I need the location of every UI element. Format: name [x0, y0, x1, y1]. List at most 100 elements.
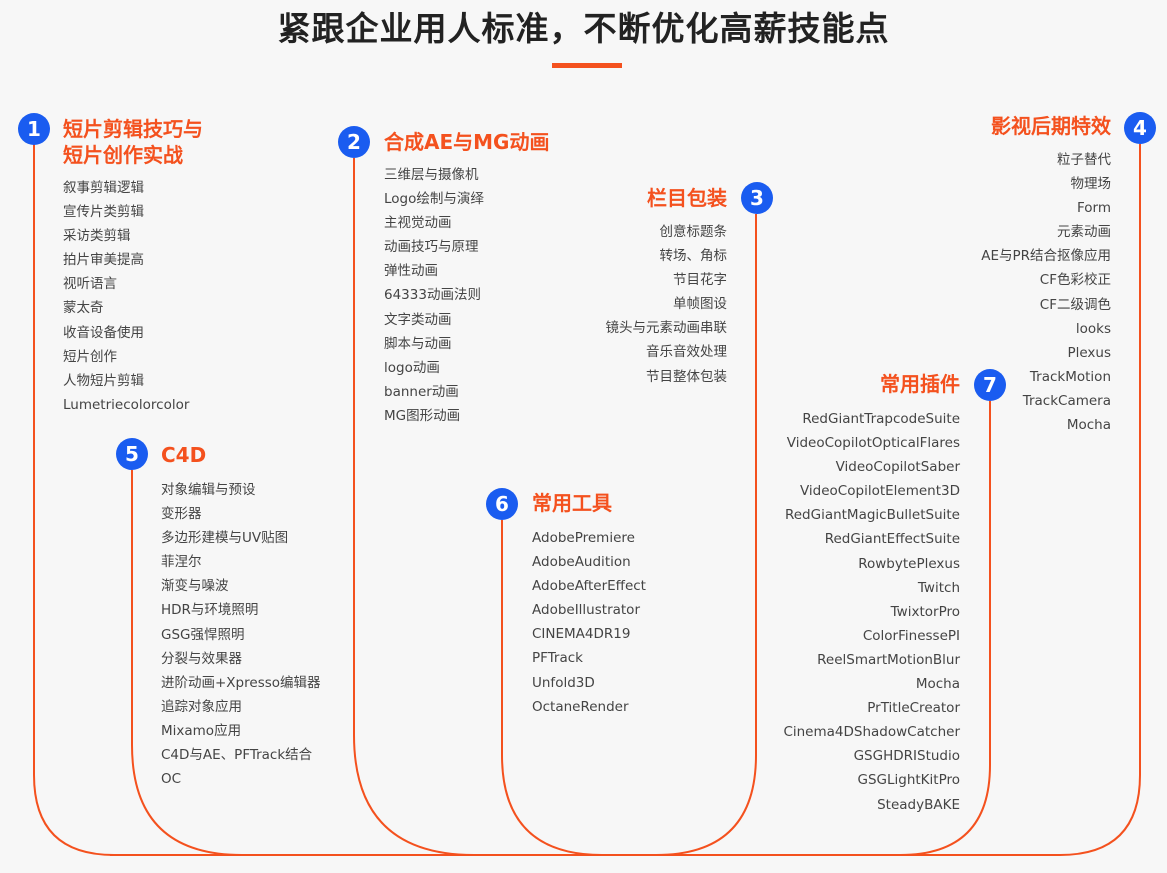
section-7-item: TwixtorPro: [890, 603, 960, 620]
section-2-item: 脚本与动画: [384, 335, 452, 352]
section-7-item: VideoCopilotElement3D: [799, 483, 960, 500]
section-3-item: 单帧图设: [673, 296, 727, 313]
page-title: 紧跟企业用人标准，不断优化高薪技能点: [277, 9, 890, 48]
title-underline: [552, 63, 622, 68]
section-2-badge: 2: [338, 126, 370, 158]
section-4-item: Plexus: [1067, 344, 1111, 361]
section-4-badge: 4: [1124, 112, 1156, 144]
section-4-title-line: 影视后期特效: [991, 114, 1111, 138]
section-6-title: 常用工具: [532, 490, 612, 516]
section-3-item: 节目花字: [673, 272, 727, 289]
section-1-item: 蒙太奇: [63, 300, 104, 317]
section-1-badge: 1: [18, 113, 50, 145]
section-7-item: VideoCopilotSaber: [835, 459, 960, 476]
section-7-item: Cinema4DShadowCatcher: [783, 724, 960, 741]
section-7-item: GSGLightKitPro: [857, 772, 961, 789]
section-6-item: PFTrack: [532, 650, 583, 667]
section-3-title-line: 栏目包装: [647, 186, 727, 210]
section-7-badge: 7: [974, 369, 1006, 401]
section-3-item: 节目整体包装: [646, 368, 727, 385]
section-5-item: 变形器: [161, 506, 202, 523]
section-7-item: SteadyBAKE: [877, 796, 960, 813]
section-5-item: 多边形建模与UV贴图: [161, 530, 289, 547]
section-4-item: 粒子替代: [1057, 152, 1111, 168]
section-7-item: ColorFinessePI: [862, 627, 960, 644]
section-2-item: 文字类动画: [384, 311, 452, 328]
section-7-item: Twitch: [917, 579, 960, 596]
connector-3: [655, 214, 757, 856]
section-6-item: CINEMA4DR19: [532, 626, 631, 643]
section-7-item: RedGiantMagicBulletSuite: [784, 507, 960, 524]
section-5-badge: 5: [116, 438, 148, 470]
section-1-title-line: 短片创作实战: [63, 143, 183, 167]
section-4-item: TrackCamera: [1022, 392, 1111, 409]
section-7-item: RedGiantTrapcodeSuite: [802, 411, 960, 427]
connector-7: [899, 401, 991, 856]
connector-4: [1059, 144, 1141, 856]
section-7-item: Mocha: [915, 676, 960, 693]
section-3-badge: 3: [741, 182, 773, 214]
section-1-item: Lumetriecolorcolor: [63, 396, 190, 413]
section-3-item: 创意标题条: [659, 224, 728, 240]
section-1-item: 视听语言: [63, 276, 117, 293]
section-4-item: AE与PR结合抠像应用: [981, 248, 1111, 265]
section-1-title-line: 短片剪辑技巧与: [63, 117, 203, 141]
section-2-title-line: 合成AE与MG动画: [384, 130, 550, 154]
section-4-title: 影视后期特效: [991, 113, 1111, 139]
section-2-item: logo动画: [384, 359, 440, 376]
section-2-item: 主视觉动画: [384, 215, 452, 232]
section-1-item: 叙事剪辑逻辑: [63, 180, 144, 196]
section-6-title-line: 常用工具: [532, 491, 612, 515]
section-5-item: OC: [161, 771, 182, 788]
section-6-item: AdobeAudition: [532, 554, 631, 571]
section-3-title: 栏目包装: [647, 185, 727, 211]
section-4-item: Mocha: [1066, 417, 1111, 434]
section-5-item: 进阶动画+Xpresso编辑器: [161, 674, 321, 691]
section-7-item: GSGHDRIStudio: [853, 748, 960, 765]
section-1-item: 短片创作: [63, 348, 117, 365]
section-1-item: 采访类剪辑: [63, 228, 131, 245]
section-1-title: 短片剪辑技巧与 短片创作实战: [63, 116, 203, 168]
section-3-item: 音乐音效处理: [646, 344, 727, 361]
section-5-title: C4D: [161, 442, 206, 468]
section-6-item: OctaneRender: [532, 698, 629, 715]
section-2-item: 64333动画法则: [384, 287, 481, 304]
section-3-list: 创意标题条转场、角标节目花字单帧图设镜头与元素动画串联音乐音效处理节目整体包装: [606, 220, 728, 389]
section-7-item: VideoCopilotOpticalFlares: [786, 435, 960, 452]
section-4-item: 元素动画: [1057, 224, 1111, 241]
section-1-item: 宣传片类剪辑: [63, 204, 144, 221]
section-7-item: RowbytePlexus: [858, 555, 960, 572]
section-5-item: GSG强悍照明: [161, 626, 245, 643]
section-5-item: HDR与环境照明: [161, 602, 259, 619]
connector-1: [33, 143, 115, 856]
section-2-item: 动画技巧与原理: [384, 239, 479, 256]
section-7-title-line: 常用插件: [880, 372, 960, 396]
section-5-title-line: C4D: [161, 443, 207, 467]
section-5-item: 分裂与效果器: [161, 650, 242, 667]
section-7-item: PrTitleCreator: [867, 700, 960, 717]
section-2-item: banner动画: [384, 383, 459, 400]
section-5-item: 对象编辑与预设: [161, 482, 256, 498]
section-6-item: Unfold3D: [532, 674, 595, 691]
section-1-item: 收音设备使用: [63, 324, 144, 341]
section-7-title: 常用插件: [880, 371, 960, 397]
section-6-item: AdobeIllustrator: [532, 602, 640, 619]
connector-5: [131, 470, 243, 856]
section-6-item: AdobePremiere: [532, 530, 635, 546]
connector-2: [353, 158, 475, 856]
section-4-item: CF二级调色: [1039, 296, 1111, 313]
section-4-item: CF色彩校正: [1039, 272, 1111, 289]
section-4-item: TrackMotion: [1029, 368, 1111, 385]
section-5-item: C4D与AE、PFTrack结合: [161, 747, 313, 764]
section-4-item: Form: [1076, 200, 1111, 217]
section-1-list: 叙事剪辑逻辑宣传片类剪辑采访类剪辑拍片审美提高视听语言蒙太奇收音设备使用短片创作…: [63, 176, 189, 417]
section-3-item: 镜头与元素动画串联: [605, 320, 728, 337]
section-5-item: 菲涅尔: [161, 554, 202, 571]
section-7-item: ReelSmartMotionBlur: [817, 651, 960, 668]
section-6-badge: 6: [486, 488, 518, 520]
section-5-item: 追踪对象应用: [161, 698, 242, 715]
